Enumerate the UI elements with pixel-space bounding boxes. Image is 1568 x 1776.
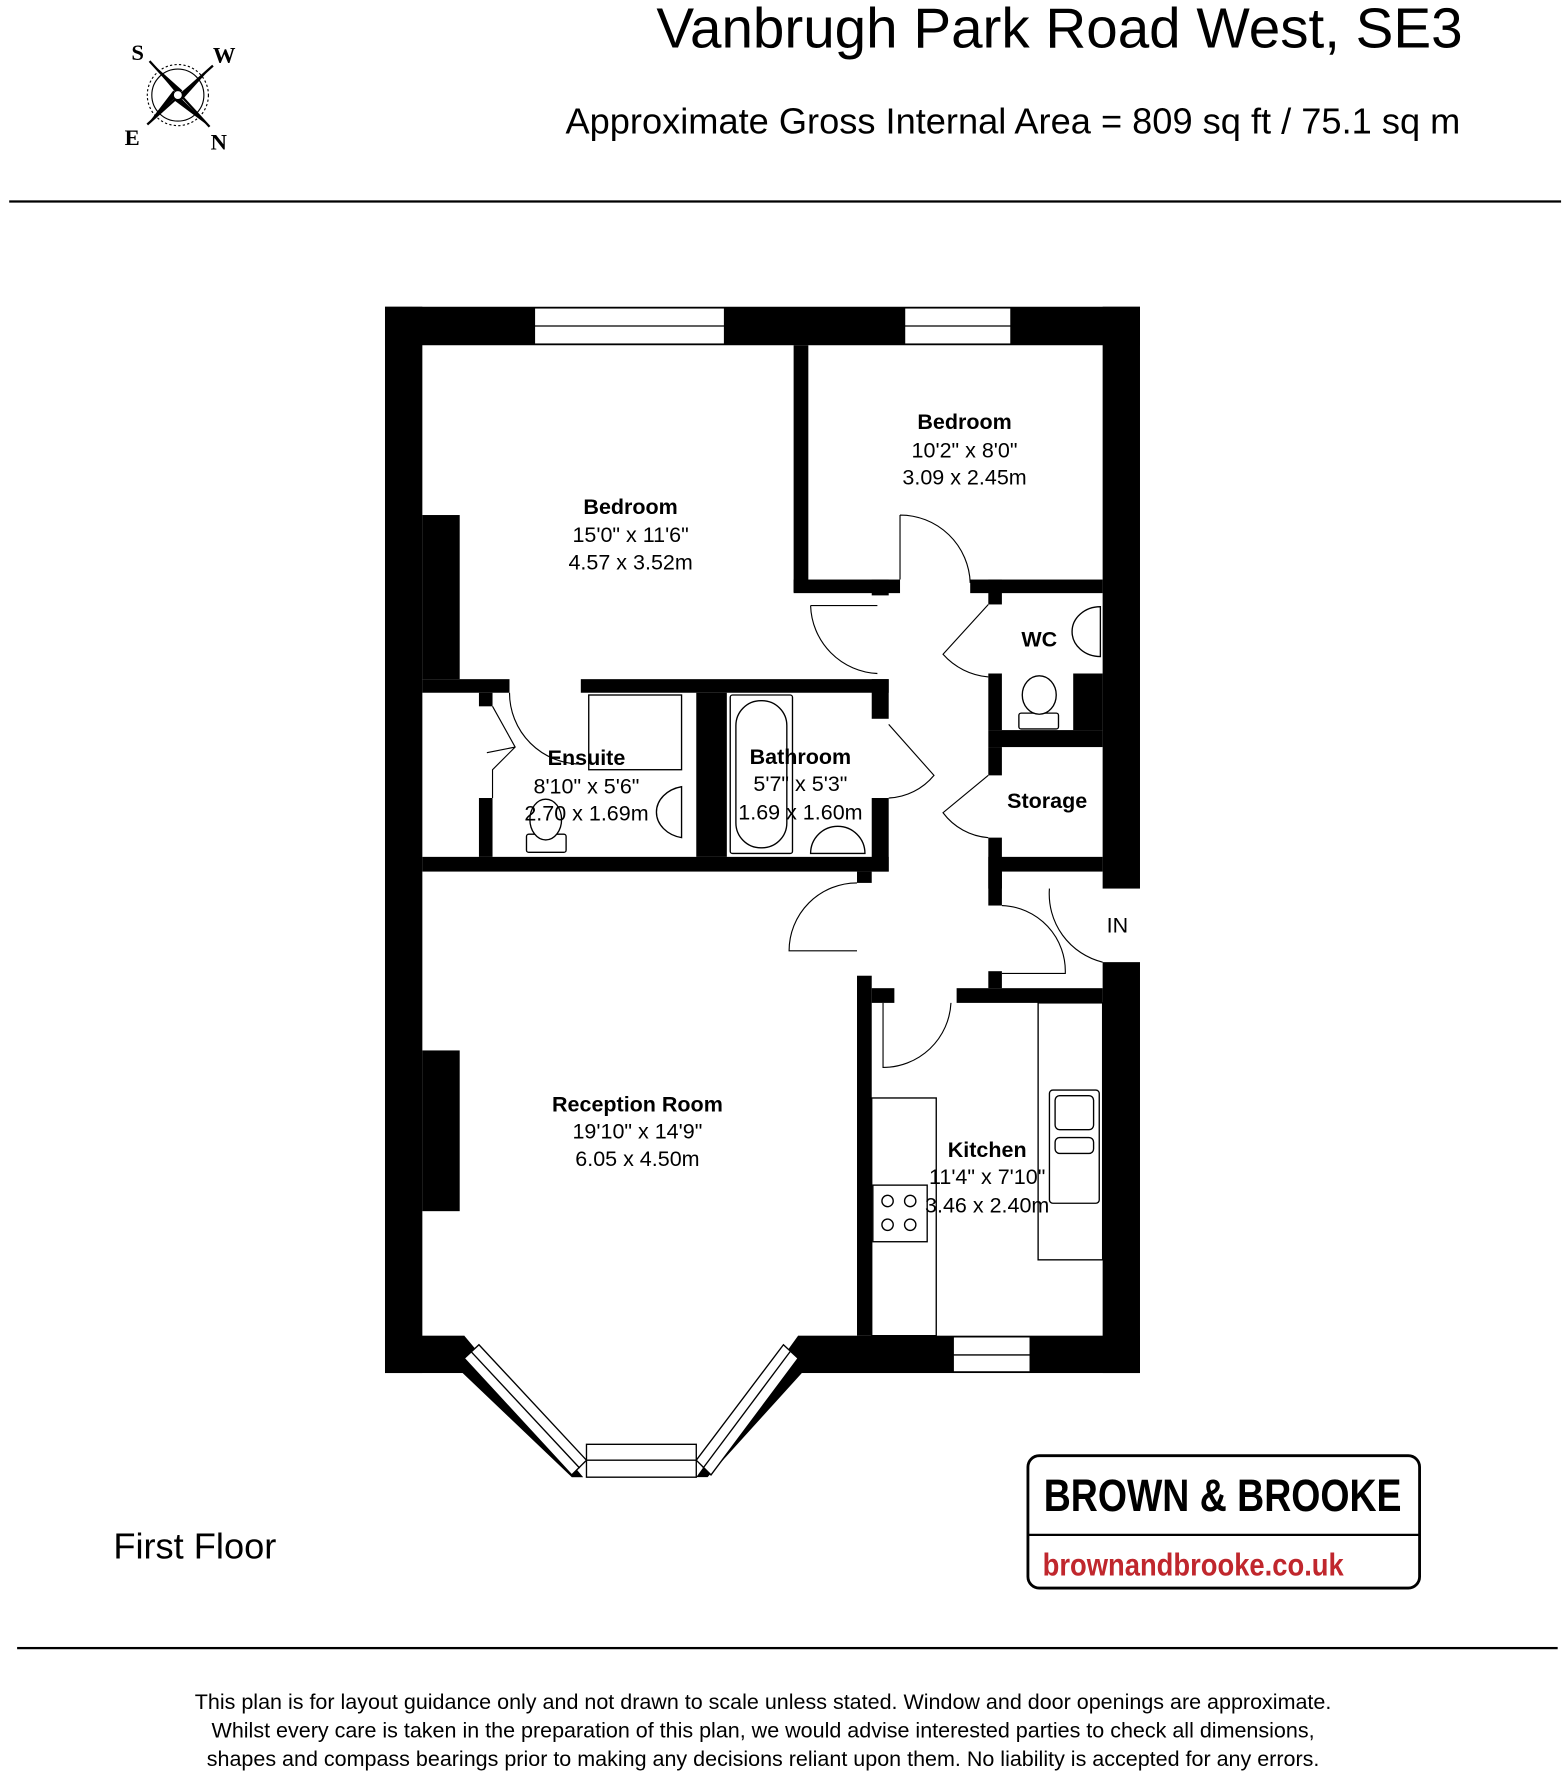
svg-text:6.05 x 4.50m: 6.05 x 4.50m	[575, 1147, 699, 1171]
disclaimer: This plan is for layout guidance only an…	[195, 1690, 1332, 1771]
room-label-reception: Reception Room 19'10" x 14'9" 6.05 x 4.5…	[552, 1093, 723, 1171]
room-label-bedroom-main: Bedroom 15'0" x 11'6" 4.57 x 3.52m	[568, 495, 692, 574]
svg-text:N: N	[211, 129, 228, 154]
svg-text:This plan is for layout guidan: This plan is for layout guidance only an…	[195, 1690, 1332, 1714]
room-label-ensuite: Ensuite 8'10" x 5'6" 2.70 x 1.69m	[524, 746, 648, 825]
svg-text:19'10" x 14'9": 19'10" x 14'9"	[572, 1120, 702, 1144]
windows	[463, 307, 1031, 1478]
svg-text:10'2" x 8'0": 10'2" x 8'0"	[912, 438, 1018, 462]
shower-icon	[588, 694, 683, 771]
header-divider	[9, 200, 1562, 203]
agent-url: brownandbrooke.co.uk	[1043, 1547, 1344, 1583]
svg-text:Bedroom: Bedroom	[583, 495, 677, 519]
svg-text:8'10" x 5'6": 8'10" x 5'6"	[533, 774, 639, 798]
svg-text:4.57 x 3.52m: 4.57 x 3.52m	[568, 550, 692, 574]
svg-text:Reception Room: Reception Room	[552, 1093, 723, 1117]
svg-text:5'7" x 5'3": 5'7" x 5'3"	[753, 772, 847, 796]
fixtures	[525, 606, 1104, 1337]
svg-text:W: W	[213, 42, 236, 67]
svg-text:15'0" x 11'6": 15'0" x 11'6"	[572, 523, 688, 547]
room-label-wc: WC	[1021, 627, 1057, 651]
svg-text:Bathroom: Bathroom	[750, 745, 852, 769]
svg-text:E: E	[125, 125, 140, 150]
footer-divider	[17, 1646, 1558, 1650]
svg-text:3.46 x 2.40m: 3.46 x 2.40m	[925, 1193, 1049, 1217]
gross-area: Approximate Gross Internal Area = 809 sq…	[565, 101, 1460, 142]
svg-text:Kitchen: Kitchen	[948, 1138, 1027, 1162]
toilet-icon	[1018, 712, 1060, 730]
svg-text:Ensuite: Ensuite	[548, 746, 626, 770]
svg-text:shapes and compass bearings pr: shapes and compass bearings prior to mak…	[207, 1747, 1320, 1771]
room-label-storage: Storage	[1007, 789, 1087, 813]
svg-text:Bedroom: Bedroom	[917, 410, 1011, 434]
basin-icon	[809, 825, 866, 855]
agent-logo: BROWN & BROOKE brownandbrooke.co.uk	[1026, 1454, 1421, 1590]
doors	[486, 514, 1103, 1068]
basin-icon	[1071, 606, 1102, 658]
room-label-bedroom-second: Bedroom 10'2" x 8'0" 3.09 x 2.45m	[902, 410, 1026, 489]
walls	[384, 306, 1140, 1478]
svg-text:2.70 x 1.69m: 2.70 x 1.69m	[524, 802, 648, 826]
hob-icon	[872, 1184, 928, 1243]
svg-text:Whilst every care is taken in: Whilst every care is taken in the prepar…	[212, 1719, 1315, 1743]
room-label-kitchen: Kitchen 11'4" x 7'10" 3.46 x 2.40m	[925, 1138, 1049, 1217]
svg-text:11'4" x 7'10": 11'4" x 7'10"	[929, 1165, 1045, 1189]
compass-icon: S W E N	[125, 40, 236, 154]
floor-label: First Floor	[113, 1526, 276, 1567]
svg-text:1.69 x 1.60m: 1.69 x 1.60m	[738, 801, 862, 825]
agent-name: BROWN & BROOKE	[1044, 1470, 1402, 1521]
svg-text:S: S	[131, 40, 144, 65]
room-label-bathroom: Bathroom 5'7" x 5'3" 1.69 x 1.60m	[738, 745, 862, 824]
entrance-label: IN	[1107, 914, 1129, 938]
property-title: Vanbrugh Park Road West, SE3	[656, 0, 1462, 60]
svg-text:3.09 x 2.45m: 3.09 x 2.45m	[902, 465, 1026, 489]
basin-icon	[655, 785, 683, 839]
